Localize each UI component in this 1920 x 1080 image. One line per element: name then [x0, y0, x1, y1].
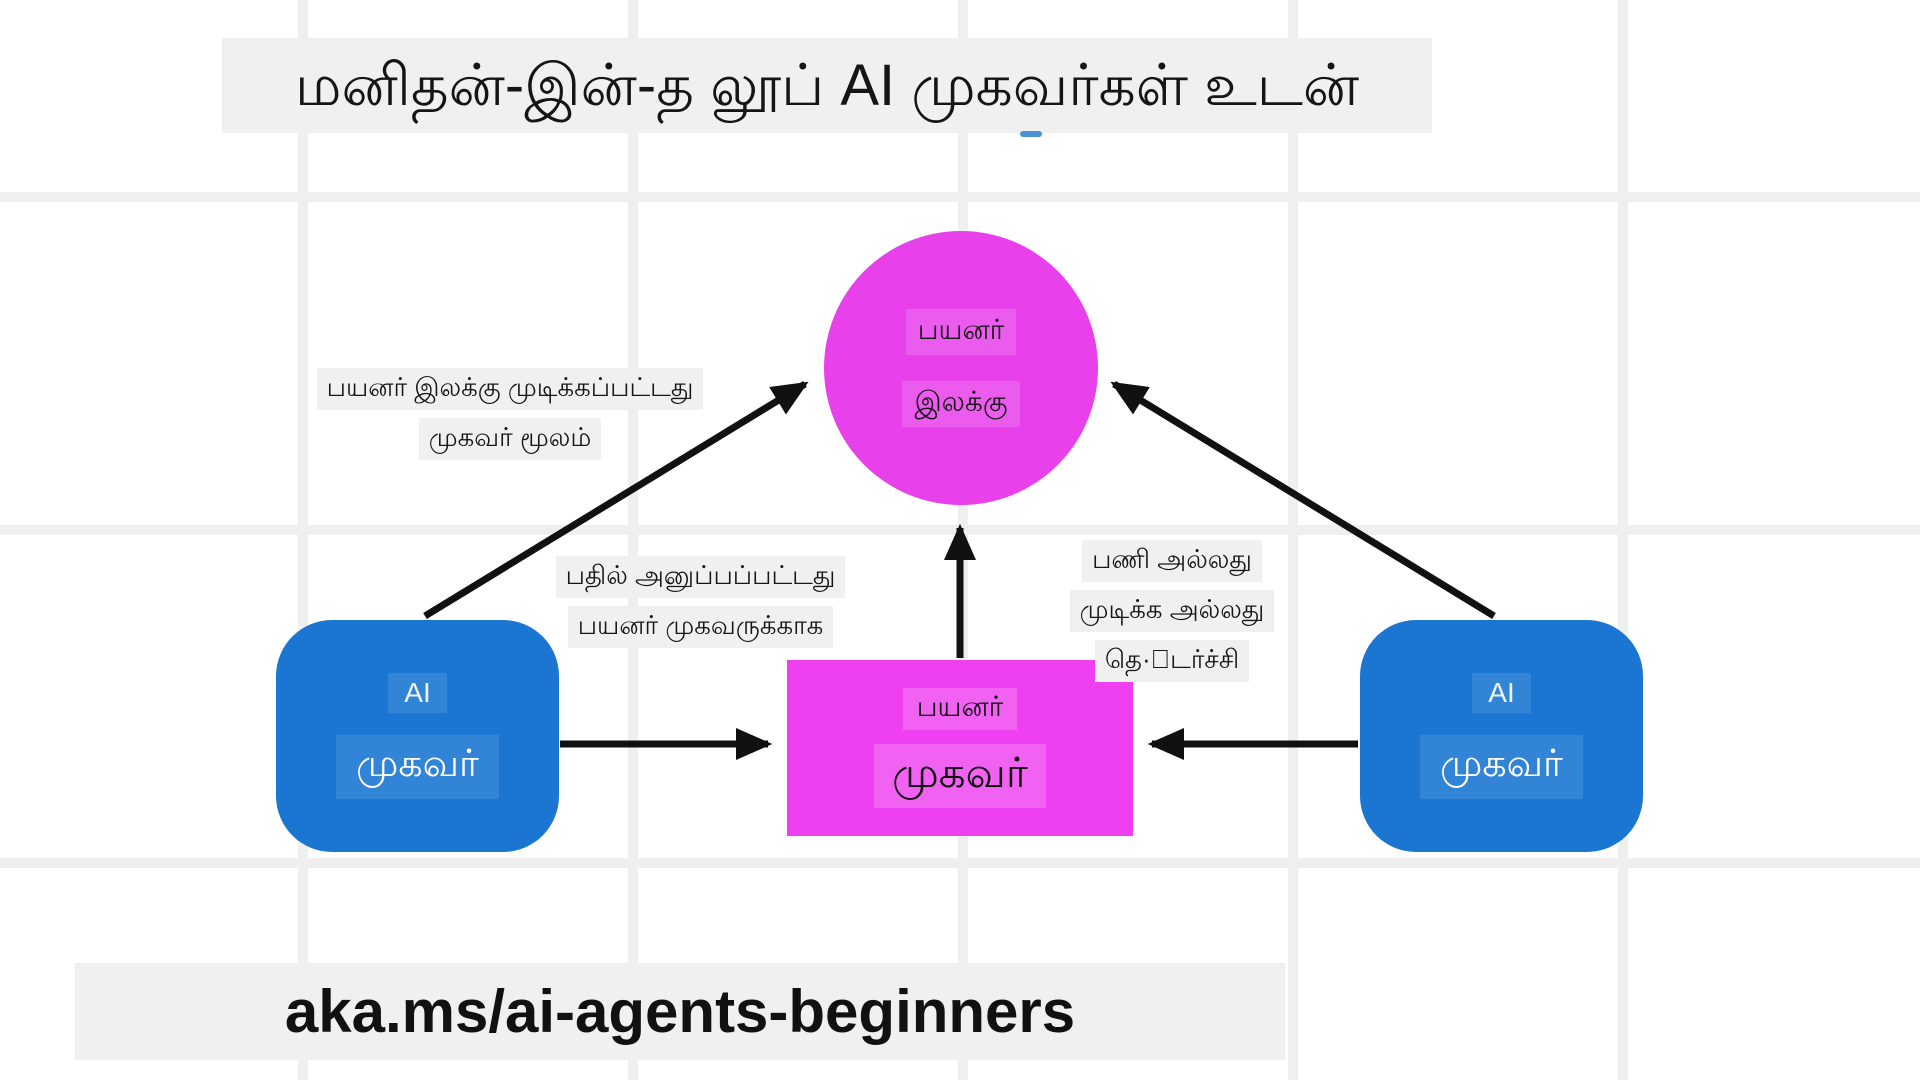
edge-label-task-or-complete-line3: தெ·ாடர்ச்சி [1094, 640, 1250, 682]
edge-label-reply-sent-line2: பயனர் முகவருக்காக [567, 606, 834, 648]
edge-label-task-or-complete-line1: பணி அல்லது [1082, 540, 1262, 582]
ai-agent-node-right: AI முகவர் [1360, 620, 1643, 852]
edge-label-task-or-complete: பணி அல்லது முடிக்க அல்லது தெ·ாடர்ச்சி [1042, 540, 1302, 682]
user-goal-node: பயனர் இலக்கு [824, 231, 1098, 505]
user-goal-label-line1: பயனர் [905, 309, 1017, 355]
blue-underline-dash [1020, 131, 1042, 137]
ai-agent-left-label-line1: AI [388, 673, 447, 713]
footer-link-banner: aka.ms/ai-agents-beginners [75, 963, 1285, 1060]
user-agent-node: பயனர் முகவர் [787, 660, 1133, 836]
edge-label-task-or-complete-line2: முடிக்க அல்லது [1069, 590, 1275, 632]
ai-agent-right-label-line1: AI [1472, 673, 1531, 713]
edge-label-goal-completed-line2: முகவர் மூலம் [418, 418, 602, 460]
edge-label-reply-sent: பதில் அனுப்பப்பட்டது பயனர் முகவருக்காக [553, 556, 848, 648]
edge-label-goal-completed-line1: பயனர் இலக்கு முடிக்கப்பட்டது [316, 368, 704, 410]
ai-agent-right-label-line2: முகவர் [1420, 735, 1583, 799]
user-goal-label-line2: இலக்கு [902, 381, 1020, 427]
ai-agent-node-left: AI முகவர் [276, 620, 559, 852]
user-agent-label-line1: பயனர் [902, 688, 1018, 730]
user-agent-label-line2: முகவர் [874, 744, 1046, 808]
diagram-title-text: மனிதன்-இன்-த லூப் AI முகவர்கள் உடன் [294, 52, 1360, 118]
edge-label-reply-sent-line1: பதில் அனுப்பப்பட்டது [555, 556, 846, 598]
footer-link-text: aka.ms/ai-agents-beginners [284, 978, 1076, 1045]
ai-agent-left-label-line2: முகவர் [336, 735, 499, 799]
edge-label-goal-completed: பயனர் இலக்கு முடிக்கப்பட்டது முகவர் மூலம… [310, 368, 710, 460]
diagram-title: மனிதன்-இன்-த லூப் AI முகவர்கள் உடன் [222, 38, 1432, 133]
